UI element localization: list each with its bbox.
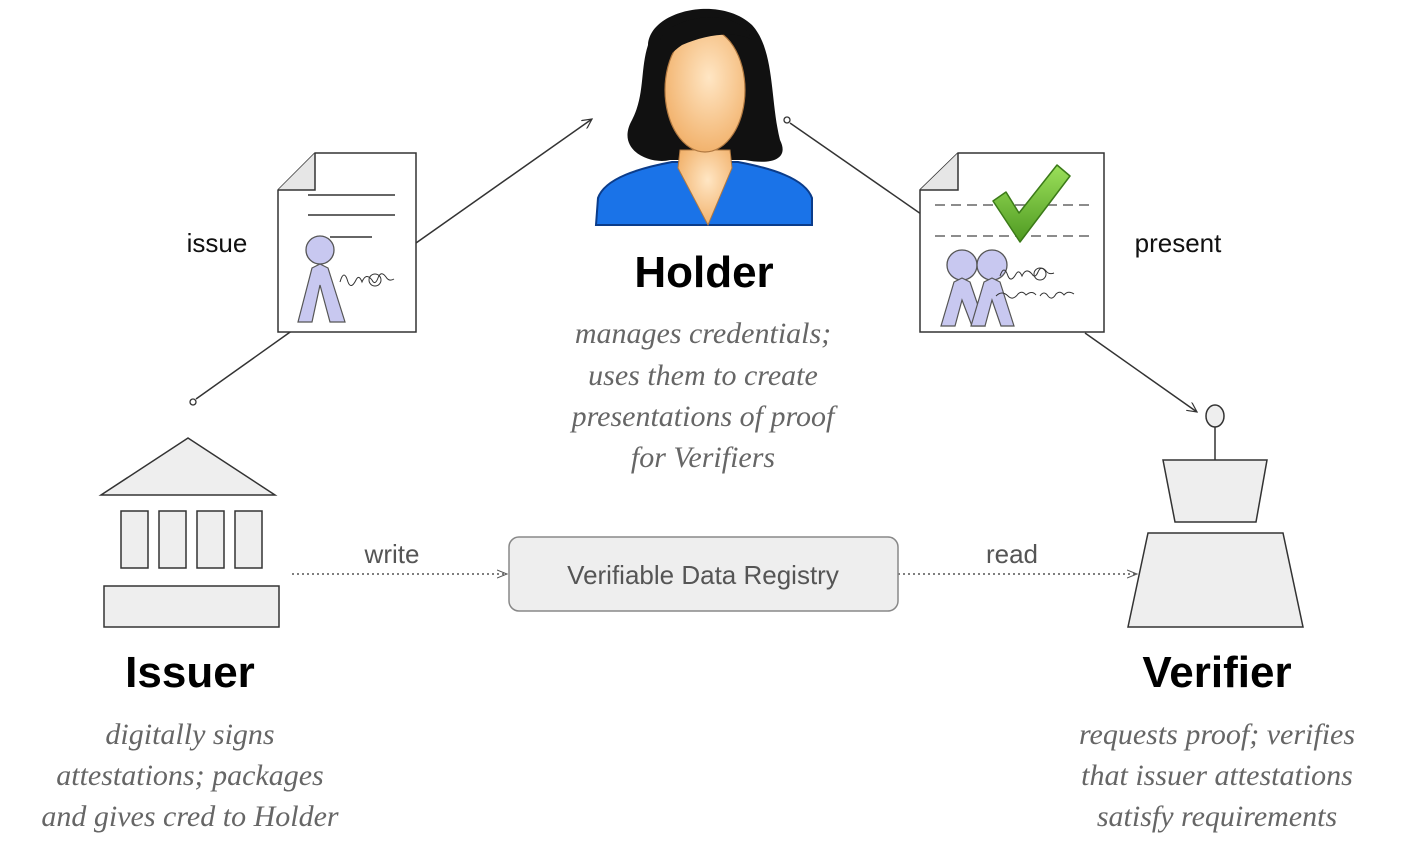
verifier-desc-line: that issuer attestations bbox=[1081, 759, 1353, 792]
holder-person-icon bbox=[594, 8, 813, 227]
verifier-title: Verifier bbox=[1142, 648, 1291, 697]
holder-desc-line: for Verifiers bbox=[631, 441, 775, 474]
holder-desc-line: presentations of proof bbox=[570, 400, 838, 433]
present-connector bbox=[783, 116, 1197, 412]
verifier-desc-line: satisfy requirements bbox=[1097, 800, 1337, 833]
issuer-bank-icon bbox=[98, 437, 280, 628]
read-label: read bbox=[986, 539, 1038, 569]
holder-desc-line: uses them to create bbox=[588, 359, 818, 392]
present-label: present bbox=[1135, 228, 1222, 258]
issuer-title: Issuer bbox=[125, 648, 255, 697]
issuer-desc-line: attestations; packages bbox=[56, 759, 323, 792]
verifier-desc-line: requests proof; verifies bbox=[1079, 718, 1355, 751]
issuer-description: digitally signs attestations; packages a… bbox=[41, 718, 338, 833]
issuer-desc-line: and gives cred to Holder bbox=[41, 800, 338, 833]
write-label: write bbox=[364, 539, 420, 569]
holder-title: Holder bbox=[634, 248, 773, 297]
verifier-machine-icon bbox=[1127, 404, 1304, 628]
checkmark-icon bbox=[992, 164, 1071, 243]
issue-connector bbox=[189, 119, 592, 406]
registry-label: Verifiable Data Registry bbox=[567, 560, 839, 590]
issue-label: issue bbox=[187, 228, 248, 258]
holder-description: manages credentials; uses them to create… bbox=[570, 317, 838, 474]
presentation-document-icon bbox=[919, 152, 1105, 333]
holder-desc-line: manages credentials; bbox=[575, 317, 831, 350]
credential-document-icon bbox=[277, 152, 417, 333]
verifier-description: requests proof; verifies that issuer att… bbox=[1079, 718, 1355, 833]
issuer-desc-line: digitally signs bbox=[105, 718, 274, 751]
verifiable-data-registry: Verifiable Data Registry bbox=[508, 536, 899, 612]
